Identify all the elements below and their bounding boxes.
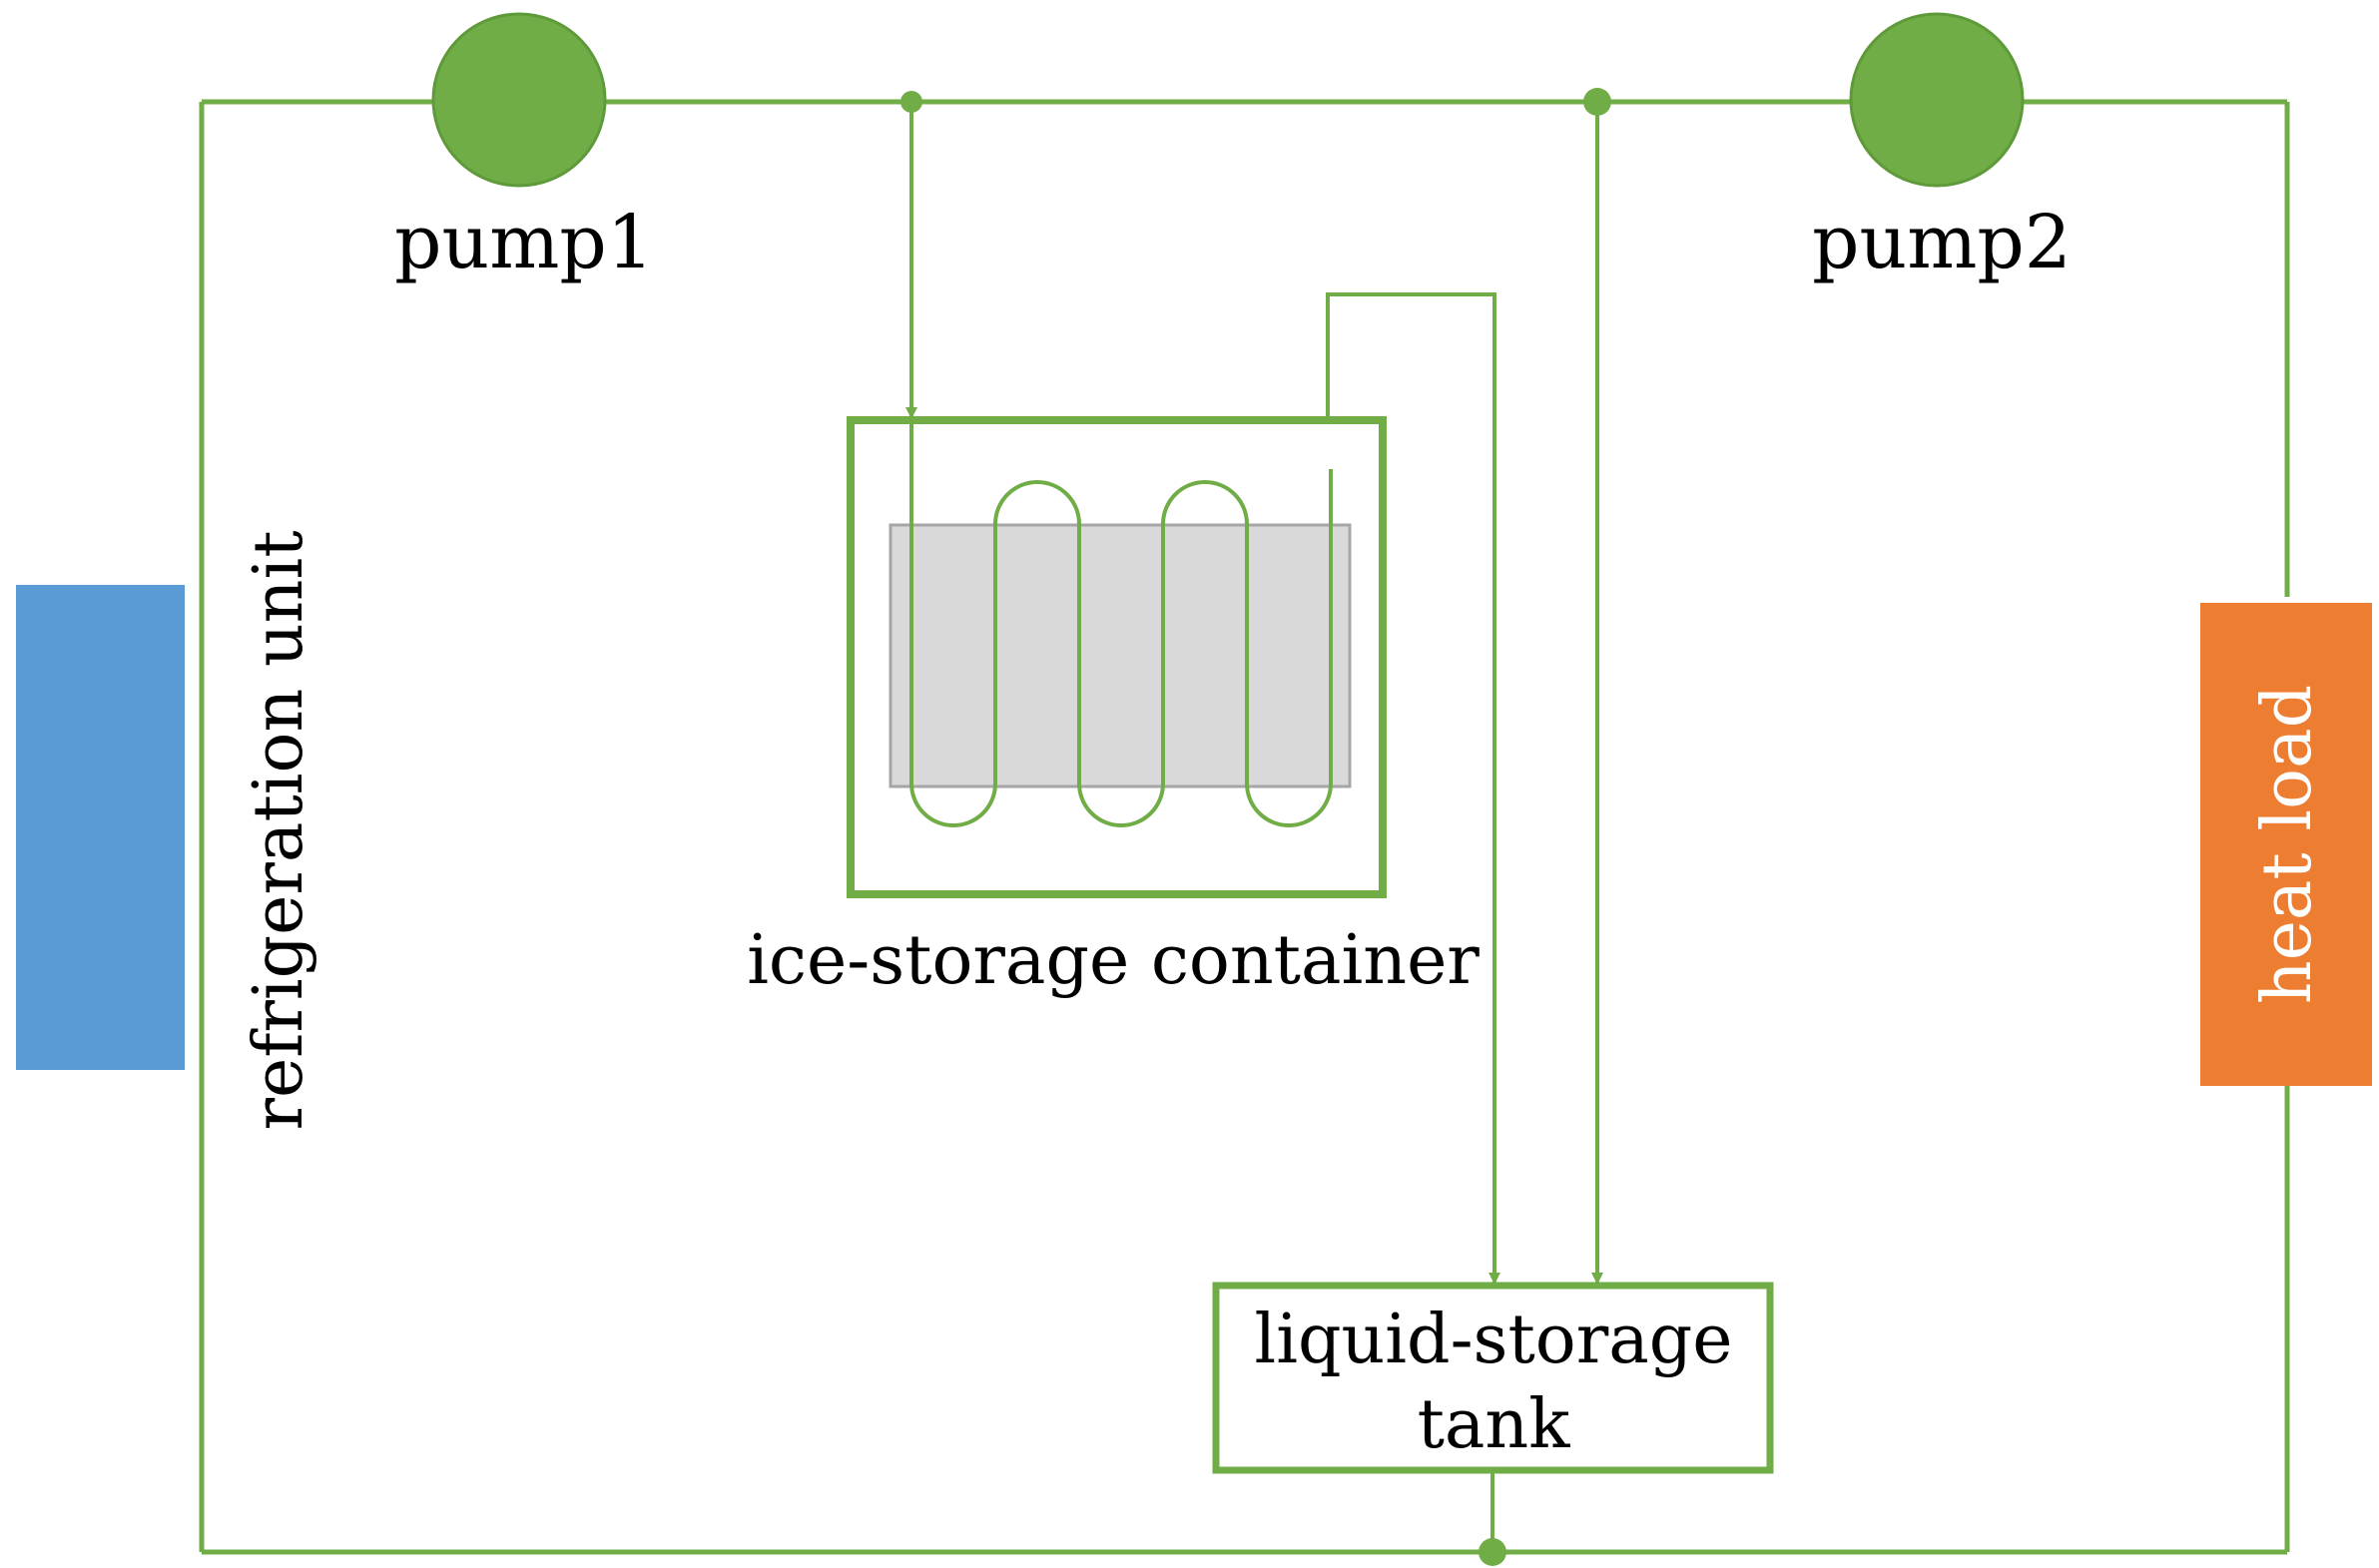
liquid-storage-tank-label-line1: liquid-storage	[1254, 1301, 1732, 1379]
refrigeration-unit-block	[16, 585, 185, 1070]
pump2-label: pump2	[1812, 200, 2072, 285]
ice-storage-container-label: ice-storage container	[747, 921, 1480, 1000]
pump2-icon	[1849, 12, 2025, 188]
liquid-storage-tank-label-line2: tank	[1418, 1385, 1571, 1464]
ice-coil	[909, 417, 1333, 827]
pump1-icon	[431, 12, 607, 188]
ice-block	[889, 523, 1352, 788]
heat-load-label: heat load	[2248, 685, 2327, 1004]
refrigeration-unit-label: refrigeration unit	[240, 530, 318, 1130]
pump1-label: pump1	[394, 200, 654, 285]
ice-outlet-pipe	[1326, 292, 1500, 1285]
liquid-storage-tank-box	[1212, 1282, 1774, 1474]
heat-load-block	[2200, 603, 2372, 1086]
junction-dot	[900, 91, 922, 113]
junction-dot	[1479, 1538, 1506, 1566]
junction-dot	[1583, 88, 1611, 116]
